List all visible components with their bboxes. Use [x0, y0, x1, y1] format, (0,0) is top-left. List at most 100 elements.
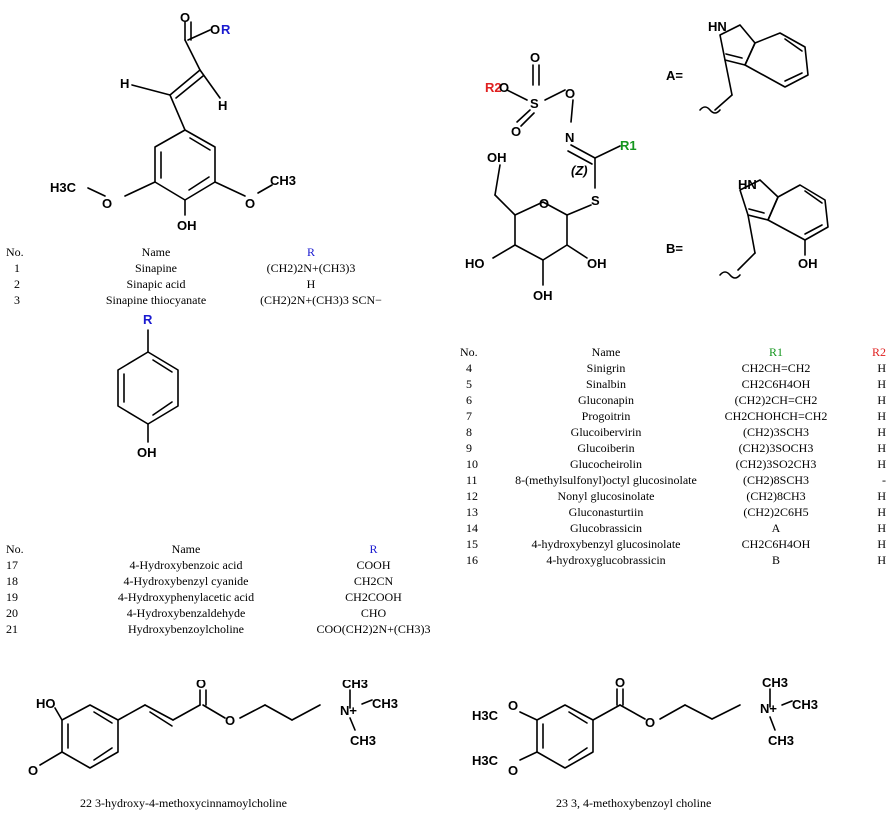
cell-name: Progoitrin [581, 409, 631, 423]
header-r: R [306, 245, 315, 259]
cell-no: 5 [466, 377, 472, 391]
phenol-core-structure: R OH [100, 312, 200, 532]
cell-name: Hydroxybenzoylcholine [128, 622, 244, 636]
ester-o-label: O [645, 715, 655, 730]
header-r2: R2 [871, 345, 886, 359]
cell-r: (CH2)2N+(CH3)3 [266, 261, 356, 275]
cell-no: 3 [14, 293, 20, 307]
cell-no: 15 [466, 537, 478, 551]
cell-r1: CH2C6H4OH [741, 377, 811, 391]
cell-r1: (CH2)8SCH3 [742, 473, 809, 487]
phenol-r-label: R [143, 312, 153, 327]
cell-r1: (CH2)8CH3 [746, 489, 806, 503]
cell-name: Glucoiberin [577, 441, 635, 455]
r2-label: R2 [485, 80, 502, 95]
cell-r2: H [877, 425, 886, 439]
cell-name: Glucobrassicin [570, 521, 642, 535]
cell-r2: H [877, 377, 886, 391]
r-group-label: R [221, 22, 231, 37]
cell-no: 12 [466, 489, 478, 503]
ch3-bottom-label: CH3 [350, 733, 376, 748]
compound-23-structure: H3C O H3C O O O N+ CH3 CH3 CH3 [470, 675, 870, 795]
cell-name: 8-(methylsulfonyl)octyl glucosinolate [515, 473, 697, 487]
table-header: No. Name R1 R2 [460, 344, 886, 360]
cell-r2: H [877, 553, 886, 567]
header-no: No. [6, 542, 24, 556]
header-name: Name [171, 542, 201, 556]
header-name: Name [141, 245, 171, 259]
o4-label: O [565, 86, 575, 101]
oh-bottom-label: OH [533, 288, 553, 303]
cell-r: CH2CN [353, 574, 394, 588]
header-name: Name [591, 345, 621, 359]
methoxy-o-right-label: O [245, 196, 255, 211]
ch3-top-label: CH3 [342, 680, 368, 691]
cell-r1: (CH2)2C6H5 [743, 505, 809, 519]
o1-label: O [499, 80, 509, 95]
header-no: No. [6, 245, 24, 259]
vinyl-h-left-label: H [120, 76, 129, 91]
cell-r2: H [877, 361, 886, 375]
cell-r: H [306, 277, 316, 291]
cell-no: 13 [466, 505, 478, 519]
cell-name: Sinigrin [586, 361, 626, 375]
cell-name: Glucoibervirin [570, 425, 642, 439]
cell-no: 10 [466, 457, 478, 471]
carbonyl-o-label: O [180, 10, 190, 25]
cell-r: COOH [356, 558, 391, 572]
cell-name: 4-Hydroxybenzoic acid [129, 558, 243, 572]
ester-o-label: O [225, 713, 235, 728]
indole-b-oh-label: OH [798, 256, 818, 271]
cell-no: 14 [466, 521, 478, 535]
caption-22: 22 3-hydroxy-4-methoxycinnamoylcholine [80, 796, 287, 810]
indole-a-structure: A= HN [660, 5, 860, 155]
methoxy-o-bottom-label: O [508, 763, 518, 778]
cell-name: Gluconapin [578, 393, 634, 407]
cell-name: 4-Hydroxybenzaldehyde [126, 606, 246, 620]
compound-22-structure: HO O O O N+ CH3 CH3 CH3 [10, 680, 410, 790]
cell-name: 4-Hydroxybenzyl cyanide [123, 574, 249, 588]
sulfur-label: S [530, 96, 539, 111]
cell-name: Sinapine [135, 261, 177, 275]
cell-no: 8 [466, 425, 472, 439]
cell-name: 4-Hydroxyphenylacetic acid [117, 590, 255, 604]
cell-no: 19 [6, 590, 18, 604]
cell-r1: A [771, 521, 781, 535]
cell-r1: (CH2)3SO2CH3 [735, 457, 817, 471]
ammonium-n-label: N+ [340, 703, 357, 718]
n-label: N [565, 130, 574, 145]
cell-name: Gluconasturtiin [568, 505, 644, 519]
cell-r1: (CH2)2CH=CH2 [734, 393, 818, 407]
cell-no: 17 [6, 558, 18, 572]
ammonium-n-label: N+ [760, 701, 777, 716]
cell-name: Glucocheirolin [570, 457, 642, 471]
z-label: (Z) [571, 163, 588, 178]
caption-23: 23 3, 4-methoxybenzoyl choline [556, 796, 712, 810]
cell-r1: CH2CHOHCH=CH2 [724, 409, 828, 423]
header-r: R [369, 542, 378, 556]
cell-r2: H [877, 393, 886, 407]
ch3-right-label: CH3 [372, 696, 398, 711]
phenol-table: No. Name R 17 4-Hydroxybenzoic acid COOH 1… [6, 541, 441, 637]
cell-r1: (CH2)3SCH3 [742, 425, 809, 439]
indole-a-nh-label: HN [708, 19, 727, 34]
ch3-top-label: CH3 [762, 675, 788, 690]
cell-no: 11 [466, 473, 478, 487]
cell-r2: H [877, 489, 886, 503]
